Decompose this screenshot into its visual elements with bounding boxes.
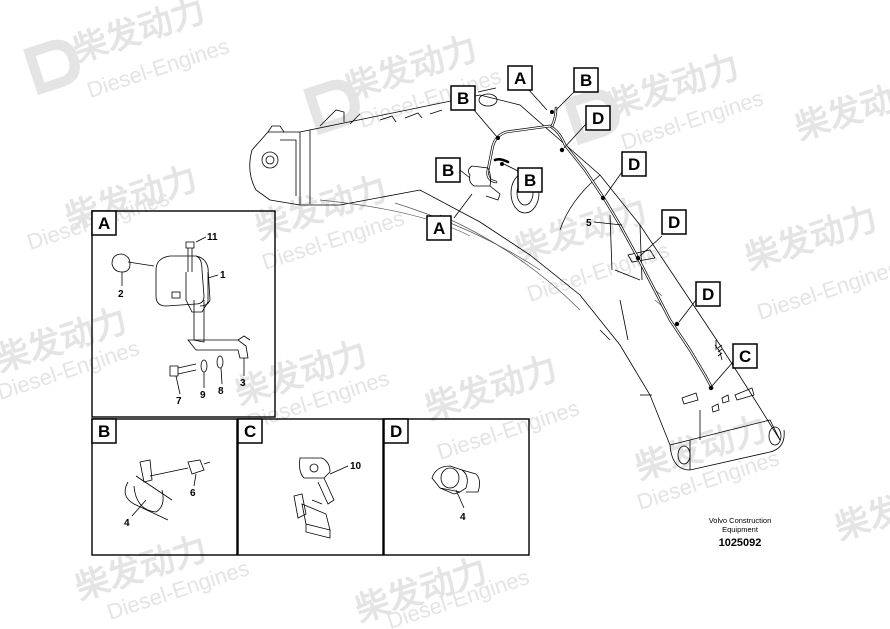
svg-text:A: A xyxy=(514,69,526,88)
callout-b-top-right: B xyxy=(555,67,599,111)
detail-panel-b: B 6 4 xyxy=(91,418,238,556)
caption-drawing-number: 1025092 xyxy=(719,537,762,549)
detail-b-label-4: 4 xyxy=(124,518,130,529)
harness-part-number: 5 xyxy=(586,218,592,229)
boom-drawing xyxy=(249,87,785,471)
svg-text:D: D xyxy=(702,285,714,304)
detail-d-label-4: 4 xyxy=(460,512,466,523)
watermark-text-cn: 柴发动力 xyxy=(790,68,890,148)
detail-d-title: D xyxy=(390,422,402,441)
drawing-caption: Volvo Construction Equipment 1025092 xyxy=(709,516,772,549)
watermark-text-cn: 柴发动力 xyxy=(830,468,890,548)
detail-b-label-6: 6 xyxy=(190,488,196,499)
detail-a-label-3: 3 xyxy=(240,378,246,389)
svg-text:D: D xyxy=(592,109,604,128)
svg-text:D: D xyxy=(668,213,680,232)
svg-text:B: B xyxy=(457,89,469,108)
harness-leader-line xyxy=(593,221,623,226)
svg-text:D: D xyxy=(628,155,640,174)
caption-company-line2: Equipment xyxy=(722,525,759,534)
callout-b-mid-left: B xyxy=(435,157,471,183)
detail-a-label-1: 1 xyxy=(220,270,226,281)
watermark-logo xyxy=(303,79,360,136)
detail-panel-d: D 4 xyxy=(383,418,530,556)
svg-text:B: B xyxy=(524,171,536,190)
detail-a-label-7: 7 xyxy=(176,396,182,407)
detail-a-label-11: 11 xyxy=(207,232,218,243)
detail-c-title: C xyxy=(244,422,256,441)
detail-c-label-10: 10 xyxy=(350,461,362,472)
callout-b-top-left: B xyxy=(450,85,498,138)
callout-a-top: A xyxy=(507,65,548,111)
svg-text:A: A xyxy=(433,219,445,238)
callout-d-2: D xyxy=(604,151,647,197)
callout-d-3: D xyxy=(639,209,687,257)
svg-text:C: C xyxy=(739,347,751,366)
detail-b-title: B xyxy=(98,422,110,441)
detail-a-label-2: 2 xyxy=(118,289,124,300)
detail-panel-a: A 11 1 2 7 9 8 3 xyxy=(91,210,276,418)
watermark-logo xyxy=(23,39,80,96)
callout-d-1: D xyxy=(563,105,611,149)
svg-text:B: B xyxy=(580,71,592,90)
detail-a-label-8: 8 xyxy=(218,386,224,397)
detail-panel-c: C 10 xyxy=(237,418,384,556)
caption-company-line1: Volvo Construction xyxy=(709,516,772,525)
svg-text:B: B xyxy=(442,161,454,180)
detail-a-title: A xyxy=(98,214,110,233)
callout-d-4: D xyxy=(678,281,721,323)
detail-a-label-9: 9 xyxy=(200,390,206,401)
callout-c: C xyxy=(711,343,758,387)
watermark-logo xyxy=(563,89,620,146)
callout-b-mid-right: B xyxy=(503,163,543,193)
callout-a-left: A xyxy=(426,193,473,241)
